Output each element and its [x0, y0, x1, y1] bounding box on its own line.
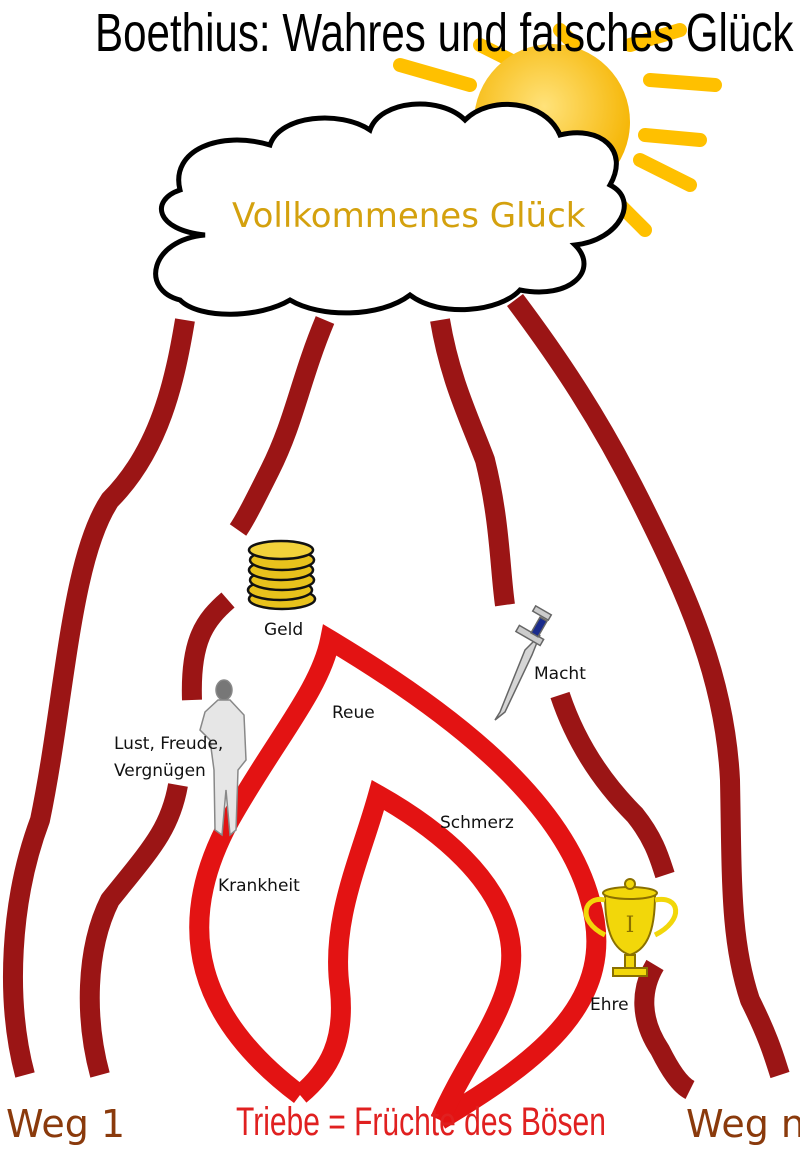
label-vergnuegen: Vergnügen: [114, 761, 206, 781]
label-schmerz: Schmerz: [440, 813, 514, 833]
paths: [3, 294, 790, 1099]
coins-icon: [246, 539, 317, 611]
path-weg-2c: [79, 783, 188, 1078]
svg-text:I: I: [626, 913, 635, 938]
path-weg-2a: [229, 316, 335, 536]
label-weg-1: Weg 1: [6, 1102, 126, 1146]
label-reue: Reue: [332, 703, 375, 723]
label-weg-n: Weg n: [686, 1102, 800, 1146]
path-weg-3a: [430, 318, 515, 607]
path-weg-n: [506, 294, 790, 1079]
label-ehre: Ehre: [590, 995, 629, 1015]
flame-icon: [189, 624, 607, 1129]
label-lust: Lust, Freude,: [114, 734, 224, 754]
path-weg-2b: [181, 592, 235, 701]
label-geld: Geld: [264, 620, 304, 640]
page-title: Boethius: Wahres und falsches Glück: [95, 3, 794, 63]
trophy-icon: I: [583, 878, 679, 977]
path-weg-3c: [634, 959, 696, 1099]
path-weg-3b: [550, 691, 675, 879]
path-weg-1: [3, 318, 195, 1078]
label-macht: Macht: [534, 664, 586, 684]
cloud-shape: [153, 101, 627, 317]
sword-icon: [494, 604, 553, 721]
label-triebe: Triebe = Früchte des Bösen: [236, 1100, 606, 1144]
label-krankheit: Krankheit: [218, 876, 300, 896]
woman-figure-icon: [199, 679, 247, 837]
cloud-label: Vollkommenes Glück: [232, 196, 586, 236]
